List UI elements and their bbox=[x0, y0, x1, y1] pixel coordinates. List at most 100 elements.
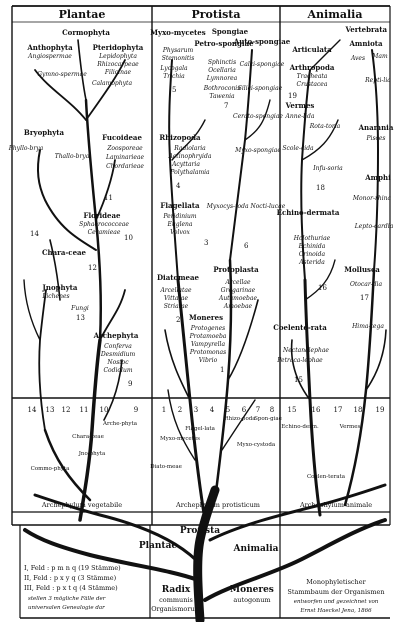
label-chordarieae: Chordarieae bbox=[106, 163, 144, 170]
label-amoebae: Amoebae bbox=[223, 303, 253, 310]
kingdom-animalia: Animalia bbox=[307, 8, 363, 21]
lower-label-commophyta: Commo-phyta bbox=[31, 466, 71, 472]
row-number-2: 2 bbox=[178, 406, 182, 414]
label-archephyta: Archephyta bbox=[93, 331, 139, 340]
stem-number-row: 14 13 12 11 10 9 1 2 3 4 5 6 7 8 15 16 1… bbox=[28, 406, 385, 414]
label-characeae: Chara-ceae bbox=[42, 248, 87, 257]
label-silicispongiae: Silici-spongiae bbox=[238, 85, 283, 92]
number-7-upper: 7 bbox=[224, 102, 228, 110]
label-tracheata: Tracheata bbox=[297, 73, 328, 80]
label-angiospermae: Angiospermae bbox=[27, 53, 72, 60]
moneres-line-2: autogonum bbox=[233, 596, 270, 604]
number-6-upper: 6 bbox=[244, 242, 249, 250]
row-number-6: 6 bbox=[242, 406, 247, 414]
row-number-3: 3 bbox=[194, 406, 198, 414]
label-tawenia: Tawenia bbox=[209, 93, 235, 100]
number-15-upper: 15 bbox=[294, 376, 303, 384]
row-number-4: 4 bbox=[210, 406, 215, 414]
lower-label-myxomycetes: Myxo-mycetes bbox=[160, 436, 200, 442]
archephylum-animale: Archephylum animale bbox=[299, 501, 372, 509]
label-amniota: Amniota bbox=[348, 39, 382, 48]
label-desmidium: Desmidium bbox=[100, 351, 136, 358]
label-vibrio: Vibrio bbox=[199, 357, 218, 364]
row-number-16: 16 bbox=[312, 406, 321, 414]
label-otocardia: Otocar-dia bbox=[350, 281, 383, 288]
label-mollusca: Mollusca bbox=[344, 265, 380, 274]
label-lepidophyta: Lepidophyta bbox=[98, 53, 137, 60]
label-crustacea: Crustacea bbox=[297, 81, 328, 88]
label-phyllobrya: Phyllo-brya bbox=[8, 145, 44, 152]
row-number-17: 17 bbox=[334, 406, 343, 414]
lower-label-inophyta: Jno-phyta bbox=[78, 451, 106, 457]
trunk-protista: Protista bbox=[180, 526, 220, 536]
label-reptilia: Repti-lia bbox=[364, 77, 391, 84]
label-fucoideae: Fucoideae bbox=[102, 133, 142, 142]
moneres-line-1: Moneres bbox=[230, 585, 274, 595]
caption-line-4: Ernst Haeckel Jena, 1866 bbox=[299, 608, 372, 614]
label-monorrhina: Monor-rhina bbox=[352, 195, 392, 202]
legend-row-4: stellen 3 mögliche Fälle der bbox=[28, 596, 106, 602]
lower-label-vermes: Vermes bbox=[339, 424, 361, 430]
label-himatega: Hima-tega bbox=[351, 323, 384, 330]
label-crinoida: Crinoida bbox=[299, 251, 326, 258]
trunk-plantae: Plantae bbox=[139, 541, 178, 551]
plantae-labels: Cormophyta Anthophyta Angiospermae Gymno… bbox=[8, 28, 145, 374]
label-vittatae: Vittatae bbox=[164, 295, 189, 302]
number-9-upper: 9 bbox=[128, 380, 132, 388]
label-myxomycetes: Myxo-mycetes bbox=[150, 28, 205, 37]
row-number-1: 1 bbox=[162, 406, 166, 414]
label-anthophyta: Anthophyta bbox=[26, 43, 73, 52]
label-vermes: Vermes bbox=[285, 101, 315, 110]
row-number-14: 14 bbox=[28, 406, 37, 414]
label-physarum: Physarum bbox=[162, 47, 194, 54]
legend-box: I, Feld : p m n q (19 Stämme) II, Feld :… bbox=[24, 564, 121, 611]
label-protoplasta: Protoplasta bbox=[213, 265, 259, 274]
archephylum-vegetabile: Archephylum vegetabile bbox=[41, 501, 122, 509]
label-euglena: Euglena bbox=[167, 221, 193, 228]
caption-line-2: Stammbaum der Organismen bbox=[287, 588, 384, 596]
number-3-upper: 3 bbox=[204, 239, 208, 247]
row-number-5: 5 bbox=[226, 406, 230, 414]
label-pteridophyta: Pteridophyta bbox=[93, 43, 144, 52]
label-bryophyta: Bryophyta bbox=[24, 128, 65, 137]
label-arcellatae: Arcellatae bbox=[159, 287, 192, 294]
label-amphibia: Amphi bbox=[364, 173, 391, 182]
kingdom-protista: Protista bbox=[191, 8, 240, 21]
label-flagellata: Flagellata bbox=[160, 201, 200, 210]
row-number-19: 19 bbox=[376, 406, 385, 414]
label-radiolaria: Radiolaria bbox=[173, 145, 206, 152]
label-florideae: Florideae bbox=[84, 211, 122, 220]
label-thallobrya: Thallo-brya bbox=[55, 153, 90, 160]
archephylum-protisticum: Archephylum protisticum bbox=[175, 501, 260, 509]
kingdom-plantae: Plantae bbox=[59, 8, 106, 21]
number-10-upper: 10 bbox=[124, 234, 133, 242]
label-arthropoda: Arthropoda bbox=[289, 63, 335, 72]
label-petracalephae: Petraca-lephae bbox=[276, 357, 323, 364]
label-fungi: Fungi bbox=[70, 305, 89, 312]
label-lichenes: Lichenes bbox=[41, 293, 69, 300]
number-12-upper: 12 bbox=[88, 264, 97, 272]
label-vertebrata: Vertebrata bbox=[344, 25, 387, 34]
caption-line-1: Monophyletischer bbox=[306, 578, 366, 586]
label-zoosporeae: Zoosporeae bbox=[106, 145, 143, 152]
row-number-8: 8 bbox=[270, 406, 274, 414]
label-calamophyta: Calamophyta bbox=[92, 80, 132, 87]
label-coelenterata: Coelente-rata bbox=[273, 323, 327, 332]
lower-label-spongiae: Spon-giae bbox=[254, 416, 282, 422]
number-19-upper: 19 bbox=[288, 92, 297, 100]
label-autospongiae: Auto-spongiae bbox=[233, 37, 291, 46]
lower-label-flagellata: Flagel-lata bbox=[185, 426, 215, 432]
label-sphaerococceae: Sphaerococceae bbox=[79, 221, 129, 228]
label-protogenes: Protogenes bbox=[190, 325, 225, 332]
row-number-9: 9 bbox=[134, 406, 138, 414]
number-14-upper: 14 bbox=[30, 230, 39, 238]
label-autamoebae: Autamoebae bbox=[218, 295, 257, 302]
label-actinophryida: Actinophryida bbox=[168, 153, 212, 160]
label-ceratospongiae: Cerato-spongiae bbox=[233, 113, 283, 120]
number-16-upper: 16 bbox=[318, 284, 327, 292]
label-anamnia: Anamnia bbox=[358, 123, 394, 132]
label-scolecida: Scole-cida bbox=[282, 145, 314, 152]
lower-label-archephyta: Arche-phyta bbox=[102, 421, 138, 427]
label-bothroconis: Bothroconis bbox=[203, 85, 241, 92]
lower-label-characeae: Chara-ceae bbox=[72, 434, 104, 440]
